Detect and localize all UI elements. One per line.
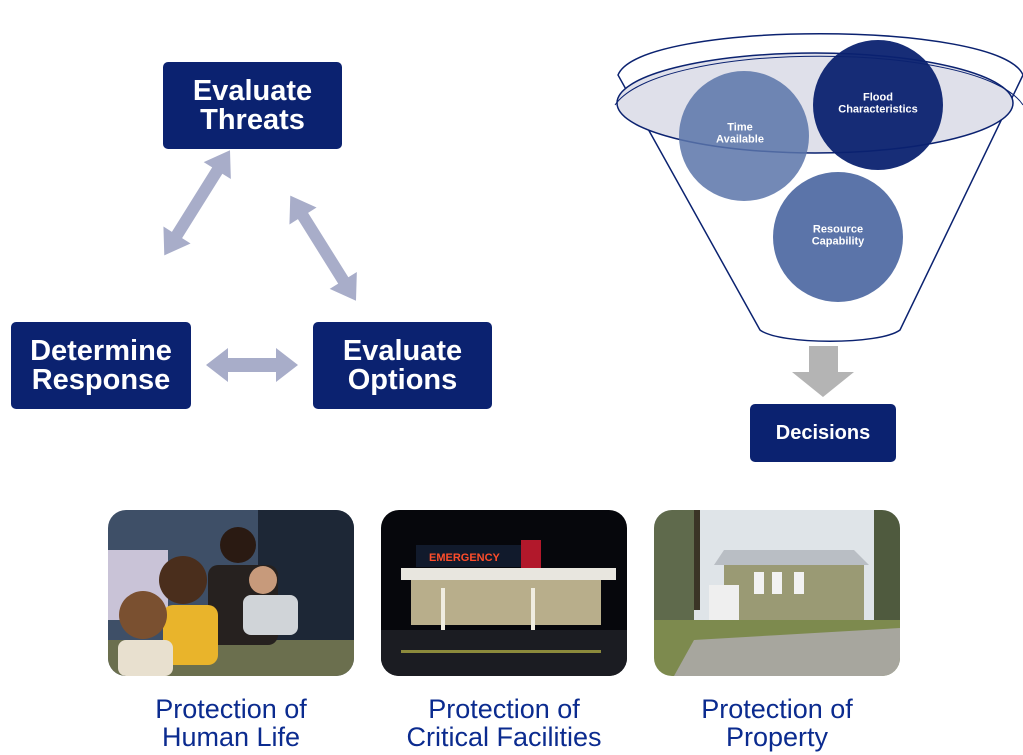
human-life-caption: Protection of Human Life — [155, 694, 307, 753]
property-caption: Protection of Property — [701, 694, 853, 753]
arrow-threats-options — [289, 195, 357, 301]
human-life-photo — [108, 510, 354, 676]
circle-flood-characteristics — [813, 40, 943, 170]
evaluate-threats-box: Evaluate Threats — [163, 62, 342, 149]
decisions-box: Decisions — [750, 404, 896, 462]
critical-facilities-caption: Protection of Critical Facilities — [406, 694, 602, 753]
flood-characteristics-label: Flood Characteristics — [838, 91, 918, 115]
critical-facilities-photo: EMERGENCY — [381, 510, 627, 676]
down-arrow — [792, 346, 854, 397]
resource-capability-label: Resource Capability — [811, 223, 865, 247]
determine-response-box: Determine Response — [11, 322, 191, 409]
time-available-label: Time Available — [716, 121, 764, 145]
property-photo — [654, 510, 900, 676]
arrow-threats-determine — [163, 150, 231, 256]
circle-resource-capability — [773, 172, 903, 302]
arrow-determine-options — [206, 348, 298, 382]
evaluate-options-box: Evaluate Options — [313, 322, 492, 409]
emergency-sign: EMERGENCY — [429, 552, 501, 564]
funnel — [614, 33, 1023, 342]
circle-time-available — [679, 71, 809, 201]
